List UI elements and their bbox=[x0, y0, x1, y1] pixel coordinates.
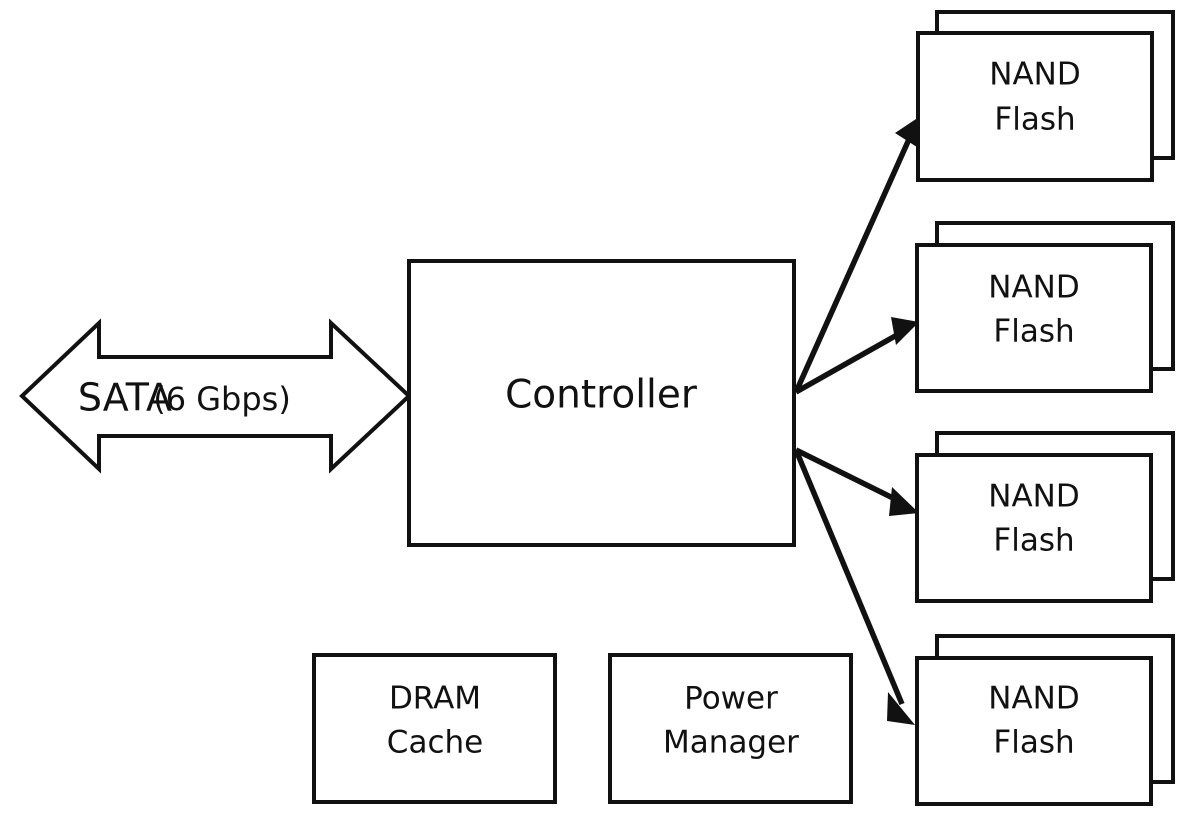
nand-flash-1-label-line2: Flash bbox=[994, 102, 1075, 138]
dram-cache-label-line1: DRAM bbox=[389, 681, 481, 717]
sata-interface-arrow: SATA (6 Gbps) bbox=[19, 318, 412, 474]
nand-flash-4-front-box bbox=[915, 656, 1153, 806]
channel-3-arrowhead bbox=[889, 487, 919, 516]
controller-to-nand-2 bbox=[794, 317, 919, 395]
dram-cache-box bbox=[312, 653, 557, 804]
channel-3-line bbox=[794, 447, 905, 506]
dram-cache-label-line2: Cache bbox=[387, 725, 483, 761]
power-manager-box bbox=[608, 653, 853, 804]
power-manager-label-line1: Power bbox=[684, 681, 778, 717]
dram-cache-block: DRAM Cache bbox=[312, 653, 557, 804]
controller-block: Controller bbox=[407, 259, 796, 547]
nand-flash-3: NAND Flash bbox=[915, 431, 1175, 603]
power-manager-block: Power Manager bbox=[608, 653, 853, 804]
nand-flash-1: NAND Flash bbox=[916, 10, 1175, 182]
controller-box bbox=[407, 259, 796, 547]
power-manager-label-line2: Manager bbox=[663, 725, 799, 761]
sata-label-main: SATA bbox=[78, 376, 172, 420]
controller-label: Controller bbox=[505, 373, 698, 418]
nand-flash-1-label-line1: NAND bbox=[989, 57, 1080, 93]
channel-4-arrowhead bbox=[887, 692, 915, 725]
channel-2-arrowhead bbox=[891, 317, 919, 345]
channel-2-line bbox=[794, 328, 906, 395]
controller-to-nand-4 bbox=[793, 448, 915, 725]
controller-to-nand-1 bbox=[793, 117, 920, 394]
controller-to-nand-3 bbox=[794, 447, 919, 516]
channel-1-arrowhead bbox=[895, 117, 920, 149]
nand-flash-3-label-line2: Flash bbox=[993, 523, 1074, 559]
nand-flash-4-label-line1: NAND bbox=[988, 681, 1079, 717]
channel-4-line bbox=[793, 448, 905, 706]
nand-flash-2-label-line2: Flash bbox=[993, 314, 1074, 350]
nand-flash-2-label-line1: NAND bbox=[988, 270, 1079, 306]
channel-1-line bbox=[793, 135, 913, 394]
sata-label-sub: (6 Gbps) bbox=[153, 380, 291, 418]
nand-flash-4-label-line2: Flash bbox=[993, 725, 1074, 761]
nand-flash-3-front-box bbox=[915, 453, 1153, 603]
nand-flash-4: NAND Flash bbox=[915, 634, 1175, 806]
nand-flash-2: NAND Flash bbox=[915, 221, 1175, 393]
nand-flash-2-front-box bbox=[915, 243, 1153, 393]
nand-flash-3-label-line1: NAND bbox=[988, 479, 1079, 515]
nand-flash-1-front-box bbox=[916, 31, 1154, 182]
